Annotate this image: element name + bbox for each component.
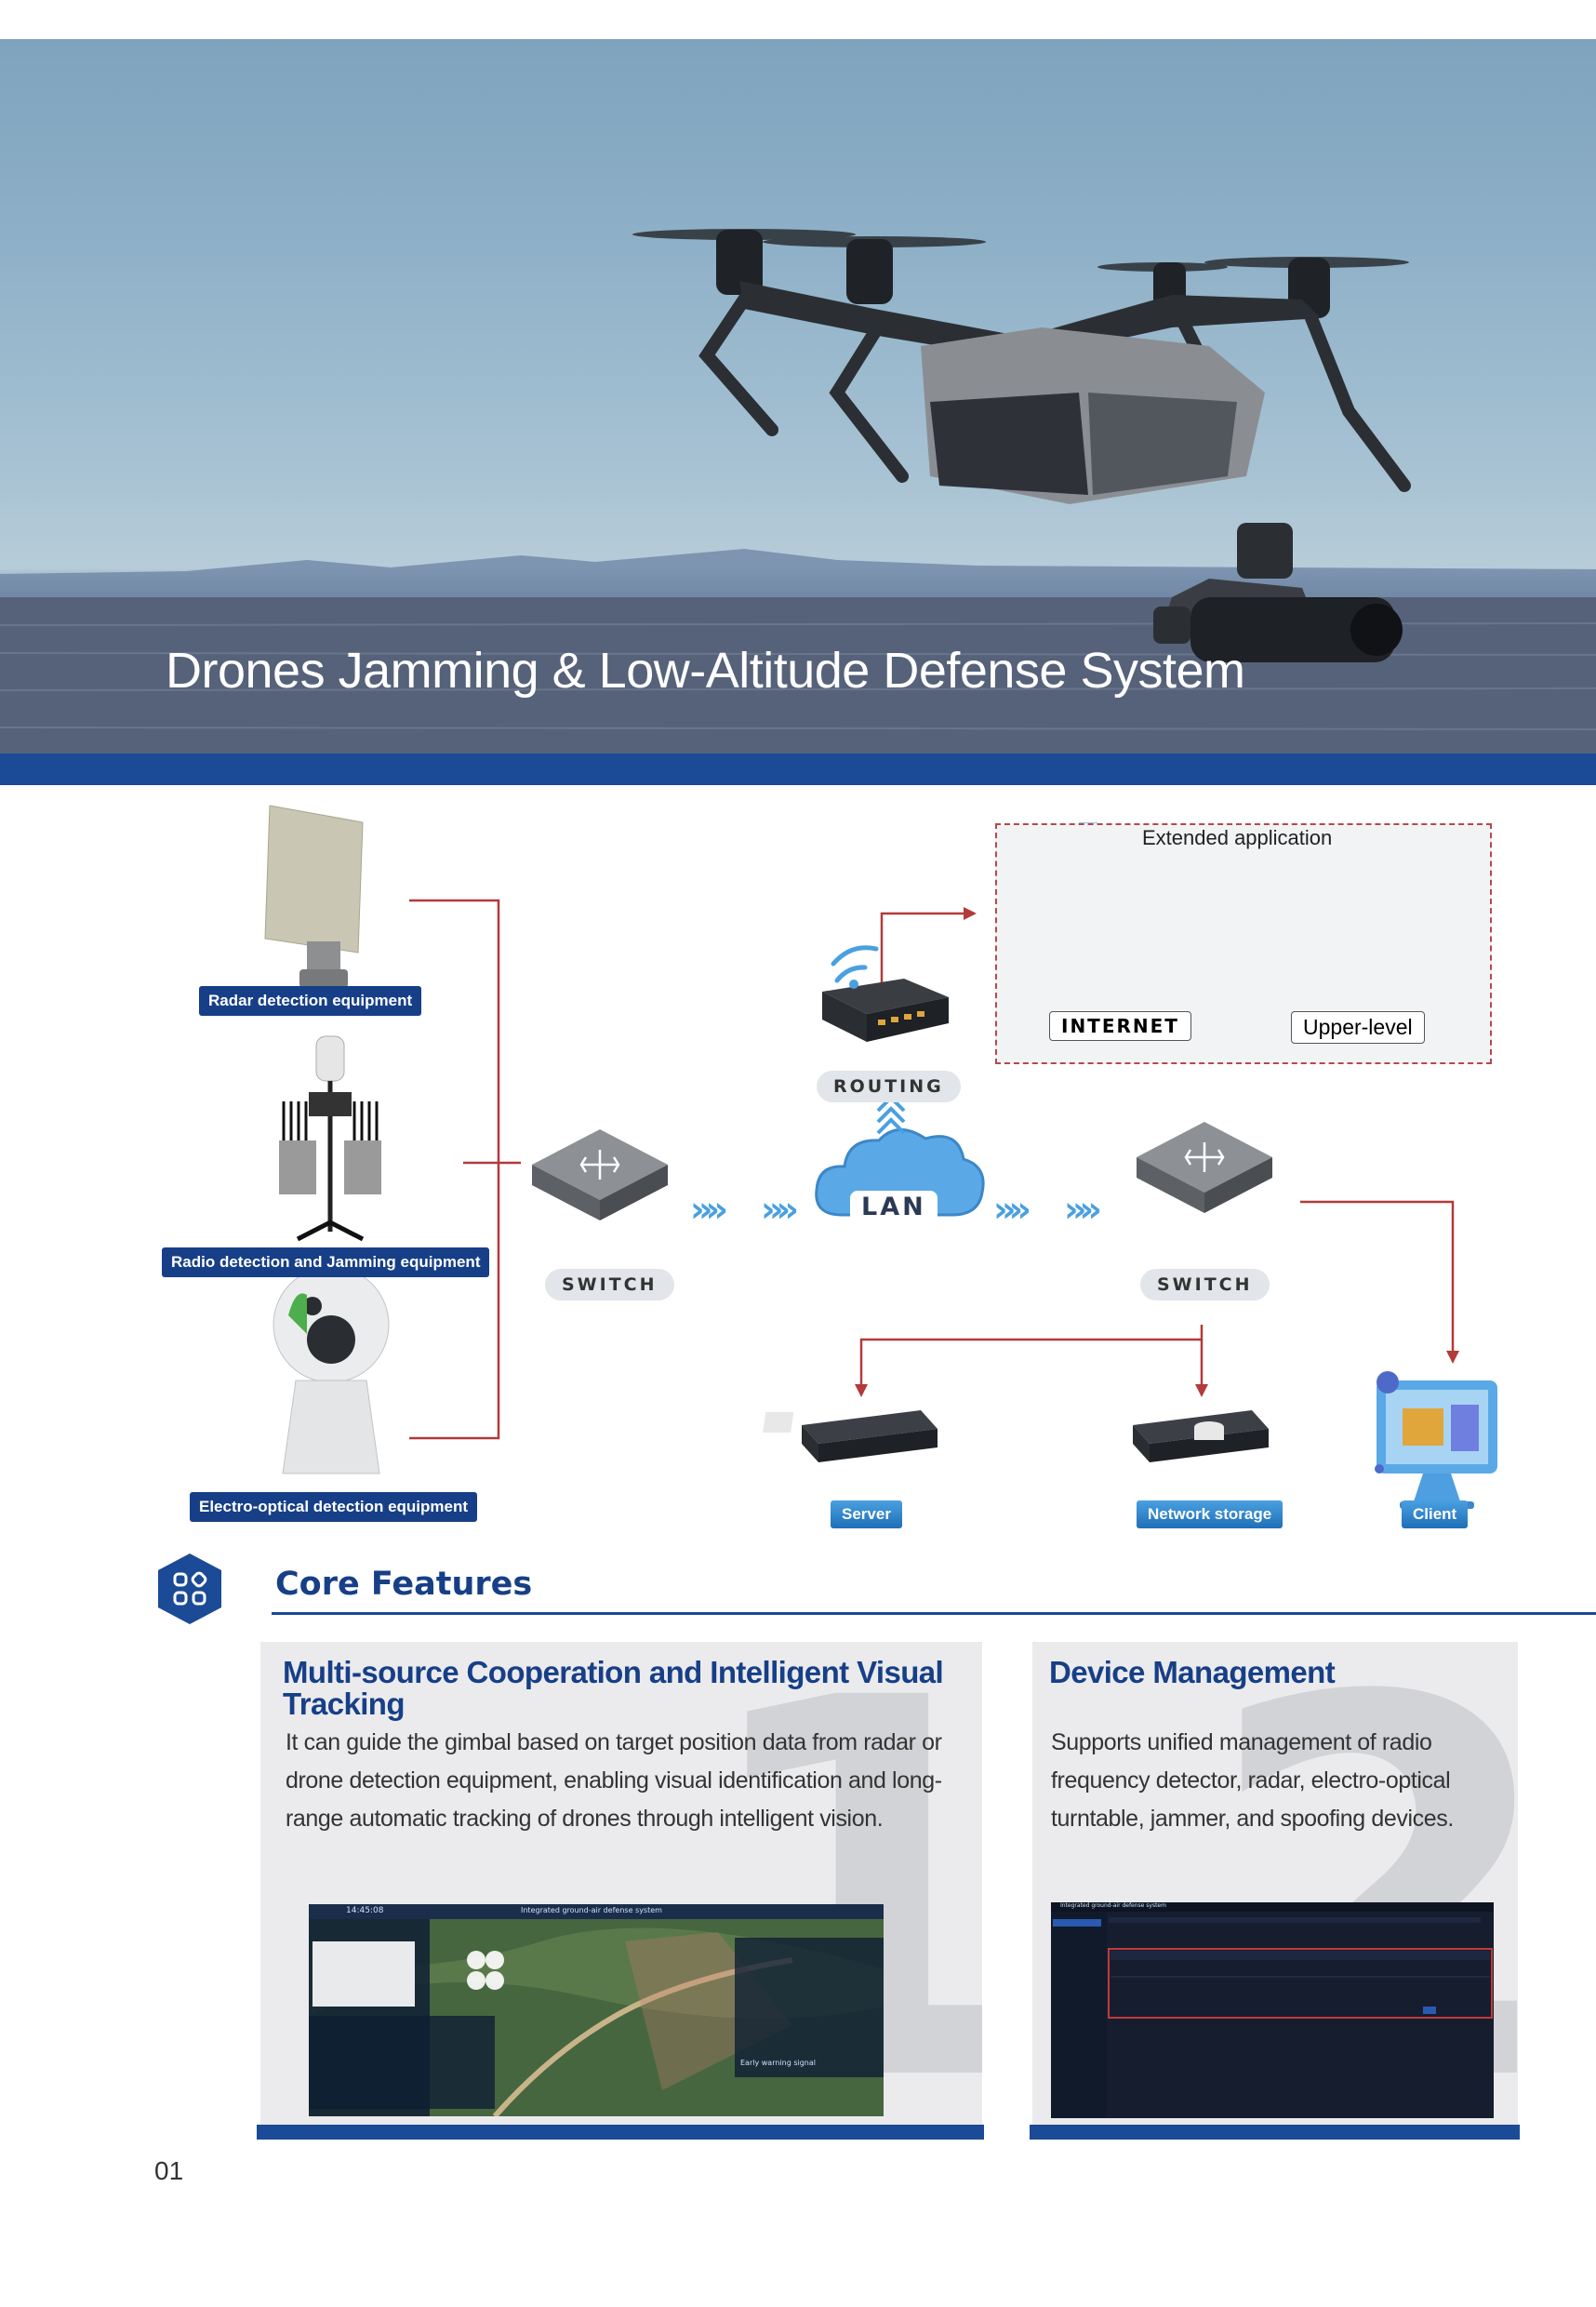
client-monitor	[1375, 1371, 1497, 1509]
screen-1-alert: Early warning signal	[740, 2059, 816, 2067]
radar-device	[264, 805, 364, 988]
card-2-title: Device Management	[1049, 1655, 1336, 1689]
client-label: Client	[1402, 1500, 1469, 1528]
tracking-screenshot: Integrated ground-air defense system 14:…	[309, 1904, 884, 2116]
lan-label: LAN	[850, 1191, 938, 1223]
drone-illustration	[0, 229, 1596, 753]
card-1-bar	[257, 2125, 984, 2140]
core-features-heading: Core Features	[275, 1566, 533, 1603]
radar-label: Radar detection equipment	[199, 986, 422, 1016]
feature-card-1: 1 Multi-source Cooperation and Intellige…	[260, 1642, 982, 2126]
switch-right-device	[1137, 1122, 1272, 1213]
hero-divider-bar	[0, 753, 1596, 785]
feature-card-2: 2 Device Management Supports unified man…	[1032, 1642, 1518, 2126]
upper-level-label: Upper-level	[1291, 1011, 1425, 1044]
up-chevrons	[876, 1095, 906, 1135]
arrowheads	[855, 907, 1459, 1397]
card-1-text: It can guide the gimbal based on target …	[286, 1729, 942, 1832]
core-features-rule	[272, 1612, 1596, 1615]
server-label: Server	[831, 1500, 902, 1528]
card-2-text: Supports unified management of radio fre…	[1051, 1729, 1454, 1832]
network-storage-device	[1133, 1410, 1269, 1462]
switch-right-label: SWITCH	[1140, 1269, 1270, 1300]
device-table-graphic	[1051, 1902, 1494, 2118]
page-number: 01	[154, 2156, 184, 2185]
extended-application-title: Extended application	[1142, 826, 1333, 849]
page-title: Drones Jamming & Low-Altitude Defense Sy…	[166, 643, 1245, 699]
electro-optical-device	[273, 1266, 390, 1474]
storage-label: Network storage	[1137, 1500, 1283, 1528]
card-1-title: Multi-source Cooperation and Intelligent…	[283, 1655, 944, 1721]
chevrons-right-b: »»	[1064, 1189, 1102, 1230]
core-features-icon	[158, 1554, 221, 1624]
radio-jammer-device	[279, 1035, 381, 1242]
device-management-screenshot: Integrated ground-air defense system	[1051, 1902, 1494, 2118]
card-2-bar	[1030, 2125, 1520, 2140]
switch-left-label: SWITCH	[545, 1269, 674, 1300]
switch-left-device	[532, 1129, 668, 1220]
screen-2-title: Integrated ground-air defense system	[1060, 1902, 1166, 1909]
screen-1-title: Integrated ground-air defense system	[521, 1906, 662, 1914]
server-device	[763, 1410, 938, 1462]
chevrons-right-a: »»	[993, 1189, 1031, 1230]
chevrons-left-b: »»	[761, 1189, 799, 1230]
internet-label: INTERNET	[1049, 1011, 1191, 1041]
map-graphic	[309, 1904, 884, 2116]
chevrons-left-a: »»	[690, 1189, 728, 1230]
electro-label: Electro-optical detection equipment	[190, 1492, 478, 1522]
radio-label: Radio detection and Jamming equipment	[162, 1247, 490, 1277]
hero-banner	[0, 39, 1596, 753]
routing-label: ROUTING	[817, 1071, 961, 1102]
screen-1-time: 14:45:08	[346, 1906, 384, 1915]
router-device	[822, 945, 949, 1042]
